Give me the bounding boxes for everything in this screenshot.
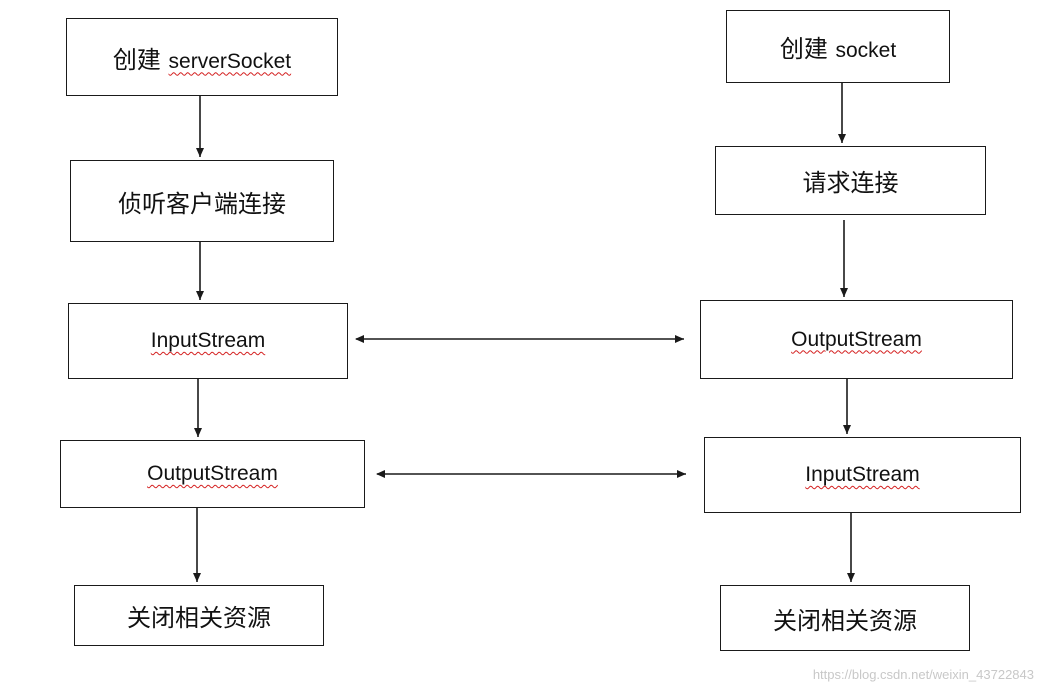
client-inputstream-label: InputStream [805, 463, 920, 486]
server-create-prefix: 创建 [112, 45, 161, 74]
server-create-label: 创建 serverSocket [113, 40, 291, 75]
client-close-label: 关闭相关资源 [773, 606, 917, 635]
server-listen-box: 侦听客户端连接 [70, 160, 334, 242]
client-inputstream-box: InputStream [704, 437, 1021, 513]
server-close-box: 关闭相关资源 [74, 585, 324, 646]
server-outputstream-label: OutputStream [147, 462, 278, 485]
client-create-word: socket [835, 39, 897, 62]
server-create-socket-box: 创建 serverSocket [66, 18, 338, 96]
watermark: https://blog.csdn.net/weixin_43722843 [812, 667, 1034, 682]
client-outputstream-label: OutputStream [791, 327, 922, 351]
server-inputstream-label: InputStream [150, 329, 266, 352]
server-create-word: serverSocket [168, 49, 292, 73]
client-request-box: 请求连接 [715, 146, 986, 215]
client-create-socket-box: 创建 socket [726, 10, 950, 83]
server-outputstream-box: OutputStream [60, 440, 365, 508]
server-close-label: 关闭相关资源 [127, 604, 271, 632]
client-create-prefix: 创建 [779, 35, 828, 63]
server-inputstream-box: InputStream [68, 303, 348, 379]
client-close-box: 关闭相关资源 [720, 585, 970, 651]
client-create-label: 创建 socket [780, 29, 896, 64]
server-listen-label: 侦听客户端连接 [118, 189, 286, 218]
client-outputstream-box: OutputStream [700, 300, 1013, 379]
client-request-label: 请求连接 [802, 169, 899, 197]
